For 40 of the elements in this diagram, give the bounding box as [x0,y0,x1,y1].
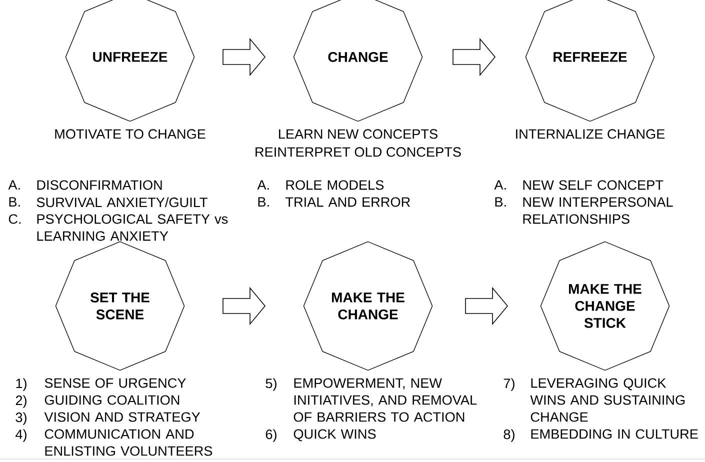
block-arrow [465,286,508,326]
list-item: SURVIVAL ANXIETY/GUILT [36,197,208,208]
list-item: TRIAL AND ERROR [286,197,410,207]
list-marker: 3) [16,412,26,425]
list-item: NEW INTERPERSONAL RELATIONSHIPS [523,197,673,224]
stage-caption: LEARN NEW CONCEPTS [279,129,438,139]
stage-caption: INTERNALIZE CHANGE [516,129,665,139]
list-marker: 7) [504,378,514,391]
list-item: EMBEDDING IN CULTURE [531,429,698,439]
list-item: VISION AND STRATEGY [44,412,200,422]
list-item: NEW SELF CONCEPT [523,180,664,190]
list-marker: 6) [266,429,276,442]
list-marker: 4) [16,429,26,442]
list-marker: B. [495,197,506,207]
list-marker: 8) [504,429,514,442]
list-marker: A. [494,180,506,190]
stage-caption: MOTIVATE TO CHANGE [55,129,206,139]
block-arrow [222,38,266,76]
octagon: SET THE SCENE [55,241,185,371]
octagon: CHANGE [293,0,423,122]
list-marker: C. [8,214,21,224]
list-marker: B. [9,197,20,207]
octagon: MAKE THE CHANGE STICK [540,241,670,371]
list-item: QUICK WINS [294,429,376,442]
list-marker: A. [257,180,269,190]
list-marker: 2) [16,395,26,408]
list-marker: 5) [266,378,276,391]
block-arrow [222,286,266,326]
stage-caption: REINTERPRET OLD CONCEPTS [256,147,461,157]
list-marker: A. [8,180,20,190]
list-item: ROLE MODELS [286,180,384,190]
list-item: GUIDING COALITION [44,395,180,405]
list-item: DISCONFIRMATION [37,180,162,190]
octagon: REFREEZE [525,0,655,122]
list-marker: 1) [16,378,26,391]
octagon: MAKE THE CHANGE [303,241,433,371]
list-item: COMMUNICATION AND ENLISTING VOLUNTEERS [44,429,212,456]
list-marker: B. [258,197,269,207]
octagon: UNFREEZE [65,0,195,122]
block-arrow [452,38,496,76]
